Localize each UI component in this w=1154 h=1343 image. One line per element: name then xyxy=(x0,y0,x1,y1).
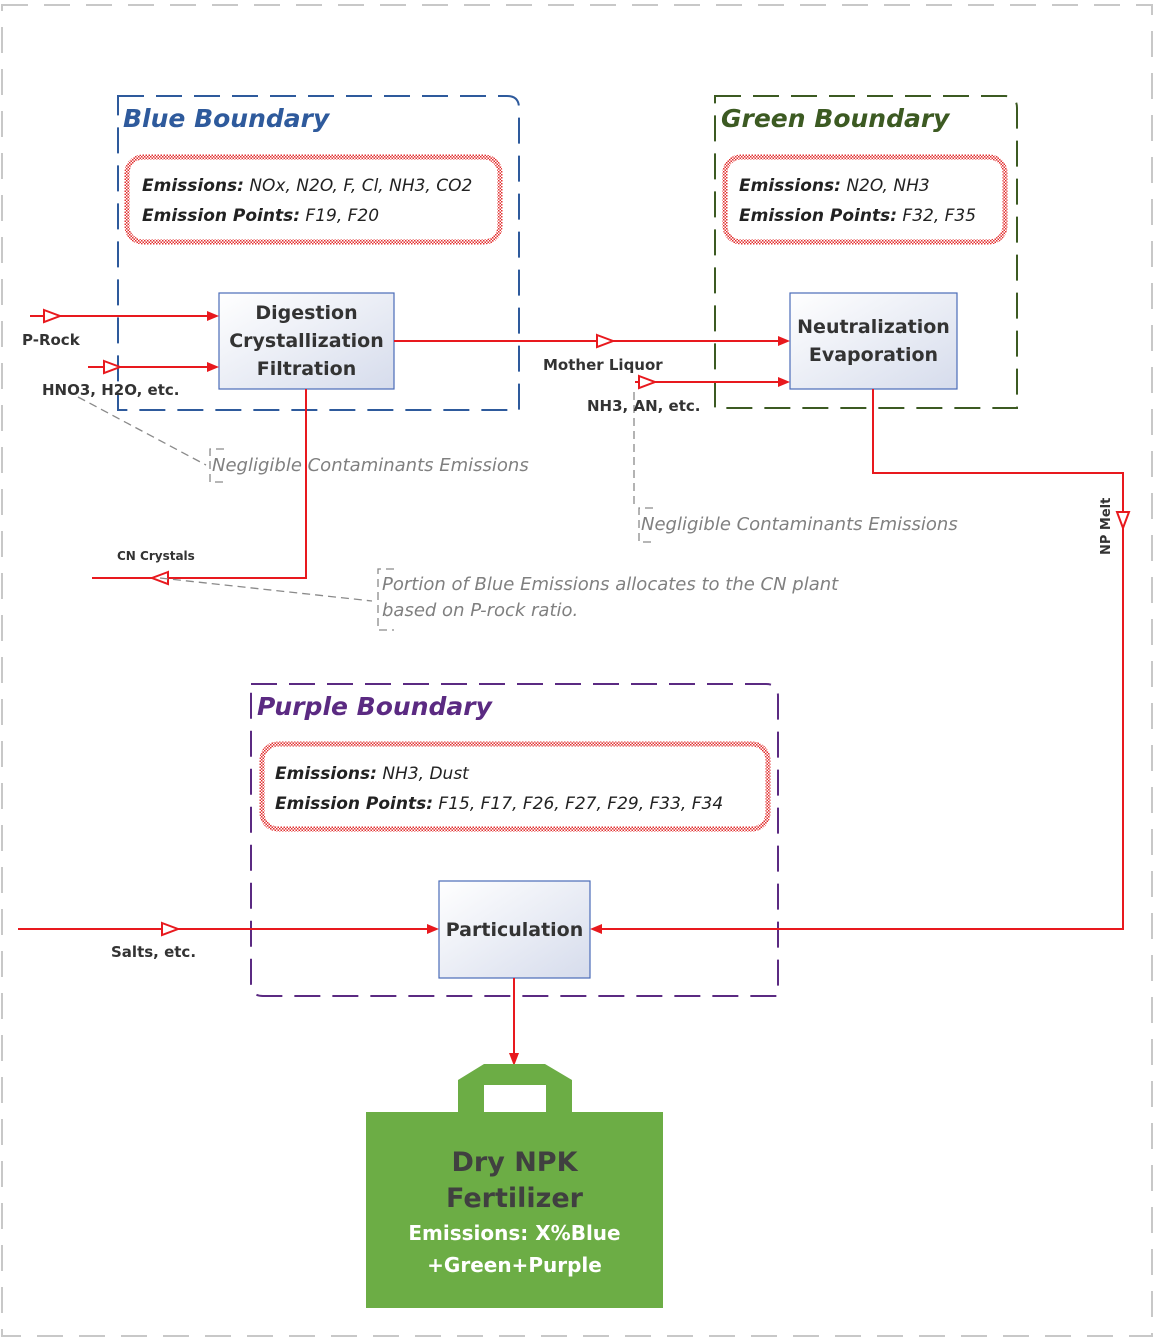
process-line: Crystallization xyxy=(229,330,384,352)
arrowhead xyxy=(590,924,602,934)
blue-boundary-title: Blue Boundary xyxy=(123,104,330,133)
green-boundary-title: Green Boundary xyxy=(721,104,950,133)
emissions-label: Emissions: xyxy=(142,176,244,196)
emission-points-value: F15, F17, F26, F27, F29, F33, F34 xyxy=(433,794,724,814)
particulation-label: Particulation xyxy=(445,918,584,941)
arrowhead xyxy=(427,924,439,934)
bag-body xyxy=(366,1112,663,1308)
callout-bracket xyxy=(638,507,653,543)
fertilizer-bag-text: Dry NPK Fertilizer Emissions: X%Blue +Gr… xyxy=(366,1138,663,1288)
emissions-label: Emissions: xyxy=(275,764,377,784)
arrowhead xyxy=(207,362,219,372)
emission-points-label: Emission Points: xyxy=(275,794,434,814)
process-line: Evaporation xyxy=(808,344,939,366)
emissions-value: NOx, N2O, F, Cl, NH3, CO2 xyxy=(243,176,473,196)
callout-bracket xyxy=(209,448,224,483)
product-title-line1: Dry NPK xyxy=(451,1147,578,1178)
callout-line xyxy=(159,577,373,602)
emissions-value: NH3, Dust xyxy=(376,764,469,784)
negligible-note-2: Negligible Contaminants Emissions xyxy=(641,514,958,535)
purple-emissions-box xyxy=(259,741,771,832)
note-line: based on P-rock ratio. xyxy=(382,600,579,621)
arrowhead xyxy=(778,336,790,346)
purple-emissions: Emissions: NH3, Dust Emission Points: F1… xyxy=(275,759,723,819)
flow-marker xyxy=(161,921,181,937)
cn-crystals-flow xyxy=(168,389,307,579)
flow-marker xyxy=(596,333,616,349)
emissions-label: Emissions: xyxy=(739,176,841,196)
blue-boundary-box xyxy=(117,95,520,411)
callout-line xyxy=(77,396,207,466)
digestion-box xyxy=(218,292,395,390)
process-line: Filtration xyxy=(256,358,357,380)
mother-liquor-label: Mother Liquor xyxy=(543,356,663,374)
flow-marker xyxy=(1115,511,1131,531)
nh3-an-label: NH3, AN, etc. xyxy=(587,397,701,415)
arrowhead xyxy=(207,311,219,321)
blue-emissions-box xyxy=(124,154,503,245)
emissions-value: N2O, NH3 xyxy=(840,176,930,196)
process-line: Digestion xyxy=(255,302,358,324)
hno3-label: HNO3, H2O, etc. xyxy=(42,381,180,399)
product-title-line2: Fertilizer xyxy=(446,1183,583,1214)
note-line: Portion of Blue Emissions allocates to t… xyxy=(382,574,839,595)
green-emissions-box xyxy=(722,154,1008,245)
digestion-label: Digestion Crystallization Filtration xyxy=(219,293,394,389)
flow-marker xyxy=(43,308,63,324)
flow-marker xyxy=(103,359,123,375)
cn-crystals-label: CN Crystals xyxy=(117,549,195,563)
process-line: Neutralization xyxy=(797,316,950,338)
cn-allocation-note: Portion of Blue Emissions allocates to t… xyxy=(382,572,838,624)
green-emissions: Emissions: N2O, NH3 Emission Points: F32… xyxy=(739,171,976,231)
salts-label: Salts, etc. xyxy=(111,943,197,961)
neutralization-label: Neutralization Evaporation xyxy=(790,293,957,389)
product-emissions-line2: +Green+Purple xyxy=(427,1253,602,1277)
bag-handle xyxy=(458,1064,572,1114)
product-emissions-line1: Emissions: X%Blue xyxy=(408,1221,621,1245)
particulation-box xyxy=(438,880,591,979)
green-boundary-box xyxy=(714,95,1018,409)
emission-points-label: Emission Points: xyxy=(739,206,898,226)
outer-frame xyxy=(1,4,1153,1337)
arrowhead xyxy=(509,1053,519,1066)
emission-points-value: F32, F35 xyxy=(897,206,977,226)
callout-bracket xyxy=(377,568,394,631)
arrowhead xyxy=(778,377,790,387)
blue-emissions: Emissions: NOx, N2O, F, Cl, NH3, CO2 Emi… xyxy=(142,171,472,231)
emission-points-value: F19, F20 xyxy=(300,206,380,226)
emission-points-label: Emission Points: xyxy=(142,206,301,226)
negligible-note-1: Negligible Contaminants Emissions xyxy=(212,455,529,476)
p-rock-label: P-Rock xyxy=(22,331,80,349)
np-melt-flow xyxy=(601,389,1124,930)
purple-boundary-title: Purple Boundary xyxy=(257,692,492,721)
np-melt-label: NP Melt xyxy=(1099,497,1114,555)
flow-marker xyxy=(638,374,658,390)
